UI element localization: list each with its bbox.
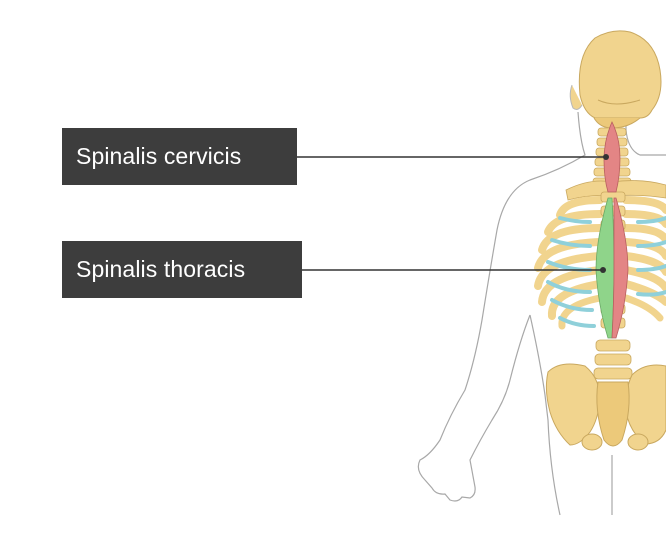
- ribs-left: [534, 196, 604, 330]
- label-spinalis-cervicis: Spinalis cervicis: [62, 128, 297, 185]
- pelvis: [545, 363, 666, 451]
- leader-dot-thoracis: [600, 267, 606, 273]
- lumbar-vertebrae: [593, 339, 633, 380]
- ribs-right: [622, 196, 666, 322]
- spinalis-cervicis-muscle: [603, 121, 621, 193]
- label-spinalis-thoracis: Spinalis thoracis: [62, 241, 302, 298]
- skull: [569, 30, 662, 129]
- leader-dot-cervicis: [603, 154, 609, 160]
- spinalis-thoracis-muscle-right: [611, 197, 629, 339]
